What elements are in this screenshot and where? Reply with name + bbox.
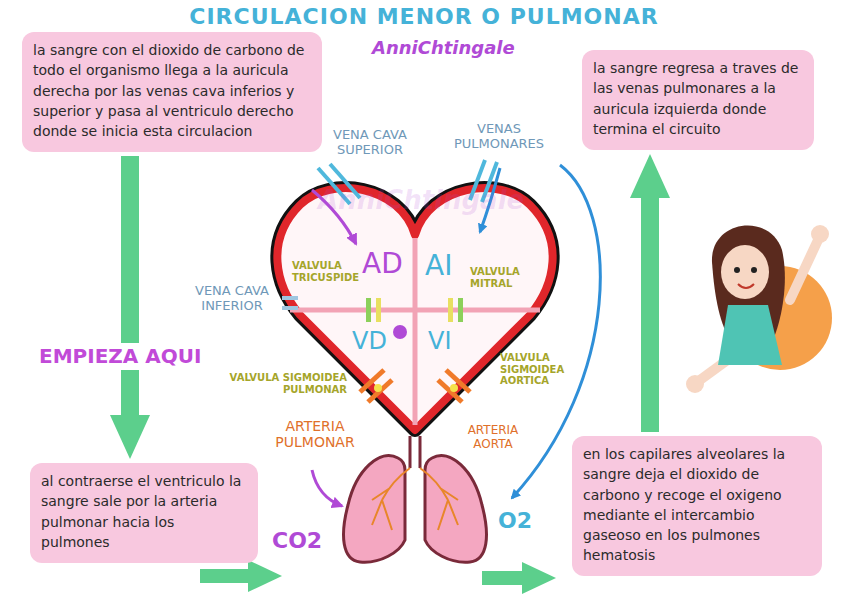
blood-flow-arrow bbox=[312, 470, 342, 506]
aortic-valve-dot bbox=[450, 384, 458, 392]
info-box: la sangre con el dioxido de carbono de t… bbox=[22, 32, 322, 152]
vena-cava-inferior bbox=[282, 306, 298, 310]
box-text: la sangre regresa a traves de las venas … bbox=[593, 58, 803, 139]
part-label: VI bbox=[428, 328, 468, 356]
character-hand bbox=[686, 375, 704, 393]
character-hand bbox=[811, 225, 829, 243]
character-arm bbox=[790, 240, 818, 300]
watermark: AnniChtingale bbox=[318, 186, 518, 216]
flow-arrow bbox=[641, 184, 659, 432]
part-label: VENA CAVA INFERIOR bbox=[186, 284, 278, 314]
heart-center-dot bbox=[393, 325, 407, 339]
part-label: AI bbox=[425, 250, 473, 282]
right-lung bbox=[425, 456, 486, 563]
part-label: AD bbox=[362, 248, 410, 280]
left-lung bbox=[344, 456, 405, 563]
diagram-title: CIRCULACION MENOR O PULMONAR bbox=[0, 4, 848, 29]
box-text: la sangre con el dioxido de carbono de t… bbox=[33, 40, 311, 141]
part-label: VALVULA MITRAL bbox=[470, 266, 532, 289]
box-text: en los capilares alveolares la sangre de… bbox=[583, 444, 811, 566]
character-face bbox=[721, 245, 769, 299]
info-box: la sangre regresa a traves de las venas … bbox=[582, 50, 814, 150]
trachea bbox=[410, 436, 420, 468]
character-body bbox=[718, 305, 782, 365]
mitral-valve bbox=[448, 298, 453, 322]
pulmonary-valve bbox=[368, 380, 392, 402]
info-box: en los capilares alveolares la sangre de… bbox=[572, 436, 822, 576]
part-label: VD bbox=[352, 328, 392, 356]
vena-cava-inferior bbox=[282, 296, 298, 300]
pulmonary-valve-dot bbox=[374, 384, 382, 392]
flow-arrow bbox=[121, 156, 139, 429]
heart-septum-vertical bbox=[413, 238, 418, 425]
part-label: VALVULA SIGMOIDEA PULMONAR bbox=[205, 372, 347, 395]
box-text: al contraerse el ventriculo la sangre sa… bbox=[41, 471, 247, 552]
character-eye bbox=[751, 267, 757, 273]
part-label: VALVULA TRICUSPIDE bbox=[292, 260, 362, 283]
part-label: VENAS PULMONARES bbox=[440, 122, 558, 152]
tricuspid-valve bbox=[366, 298, 371, 322]
bronchi bbox=[372, 468, 458, 530]
part-label: AnniChtingale bbox=[372, 38, 502, 59]
tricuspid-valve bbox=[376, 298, 381, 322]
mitral-valve bbox=[458, 298, 463, 322]
part-label: ARTERIA PULMONAR bbox=[266, 418, 364, 450]
part-label: ARTERIA AORTA bbox=[456, 424, 530, 452]
part-label: O2 bbox=[498, 508, 542, 533]
flow-arrow bbox=[200, 569, 262, 583]
character-eye bbox=[734, 267, 740, 273]
part-label: VENA CAVA SUPERIOR bbox=[318, 128, 422, 158]
character-mouth bbox=[738, 284, 754, 288]
part-label: VALVULA SIGMOIDEA AORTICA bbox=[500, 352, 566, 387]
info-box: al contraerse el ventriculo la sangre sa… bbox=[30, 463, 258, 563]
part-label: EMPIEZA AQUI bbox=[35, 343, 205, 370]
flow-arrow bbox=[482, 571, 536, 585]
part-label: CO2 bbox=[272, 528, 332, 553]
pulmonary-valve bbox=[360, 370, 384, 392]
aortic-valve bbox=[438, 380, 462, 402]
